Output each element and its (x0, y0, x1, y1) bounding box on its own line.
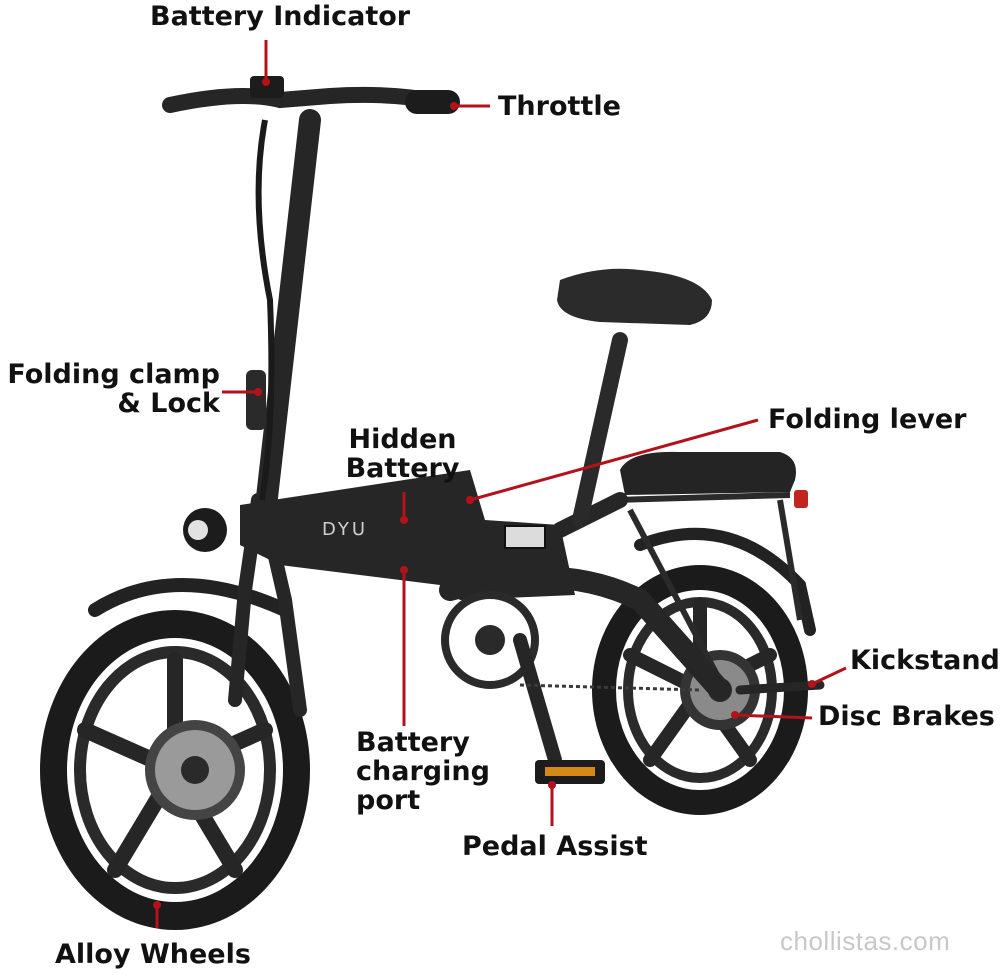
kickstand-label: Kickstand (850, 645, 1000, 676)
seat-post (572, 332, 628, 528)
chain (519, 683, 701, 692)
hidden-battery-label: Hidden Battery (345, 424, 460, 484)
battery-display (250, 76, 284, 98)
disc-brakes-label: Disc Brakes (818, 701, 995, 732)
throttle-grip (405, 90, 460, 114)
frame-logo-text: DYU (322, 519, 369, 540)
front-wheel (40, 610, 310, 930)
leader-lines (155, 40, 847, 928)
rear-light (794, 490, 808, 508)
handlebar (162, 86, 448, 113)
rear-seat (620, 451, 796, 495)
pedal-assist-label: Pedal Assist (462, 831, 648, 862)
brake-cable (255, 119, 275, 501)
alloy-wheels-label: Alloy Wheels (55, 939, 251, 970)
battery-indicator-label: Battery Indicator (150, 1, 411, 32)
folding-clamp (246, 370, 266, 430)
saddle (557, 268, 712, 325)
kickstand (735, 680, 825, 695)
folding-lever-label: Folding lever (768, 404, 967, 435)
watermark-text: chollistas.com (780, 926, 951, 956)
bike-frame (240, 470, 731, 701)
front-fender (88, 578, 292, 617)
folding-clamp-label: Folding clamp & Lock (7, 359, 220, 419)
throttle-label: Throttle (498, 91, 621, 122)
steering-column (254, 109, 321, 526)
battery-charging-port-label: Battery charging port (356, 727, 490, 816)
front-fork (228, 493, 307, 717)
leader-dots (153, 78, 816, 909)
rear-rack (614, 492, 803, 692)
chainring (441, 591, 539, 689)
crank-arm (513, 633, 562, 767)
